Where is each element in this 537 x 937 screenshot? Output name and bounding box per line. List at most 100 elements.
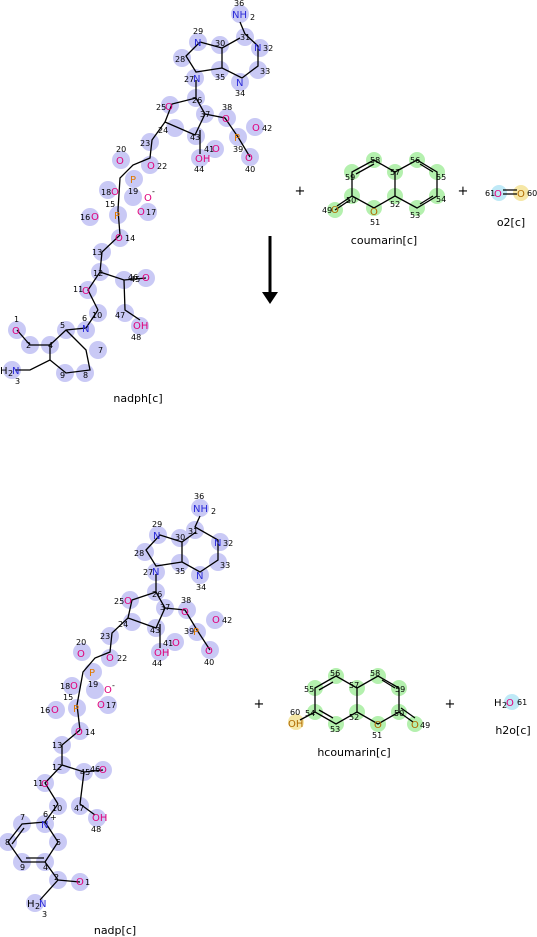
svg-text:34: 34 bbox=[196, 583, 206, 592]
svg-text:5: 5 bbox=[56, 838, 61, 847]
svg-text:7: 7 bbox=[98, 346, 103, 355]
svg-text:O: O bbox=[116, 156, 124, 167]
svg-text:O: O bbox=[245, 153, 253, 164]
plus-sign-1: + bbox=[295, 184, 306, 199]
svg-text:47: 47 bbox=[74, 804, 84, 813]
h2o-caption: h2o[c] bbox=[495, 724, 530, 737]
svg-text:OH: OH bbox=[92, 813, 107, 824]
svg-text:6: 6 bbox=[43, 810, 48, 819]
svg-text:26: 26 bbox=[152, 590, 162, 599]
svg-text:59: 59 bbox=[345, 173, 355, 182]
svg-text:44: 44 bbox=[194, 165, 204, 174]
svg-text:O: O bbox=[137, 207, 145, 218]
svg-text:31: 31 bbox=[188, 527, 198, 536]
svg-text:2: 2 bbox=[211, 507, 216, 516]
svg-text:2: 2 bbox=[35, 902, 40, 911]
nadp-caption: nadp[c] bbox=[94, 924, 136, 937]
svg-text:54: 54 bbox=[305, 709, 315, 718]
svg-text:P: P bbox=[114, 211, 120, 222]
svg-text:1: 1 bbox=[14, 315, 19, 324]
svg-text:O: O bbox=[144, 193, 152, 204]
svg-text:60: 60 bbox=[290, 708, 300, 717]
svg-text:51: 51 bbox=[370, 218, 380, 227]
svg-text:3: 3 bbox=[42, 910, 47, 919]
svg-text:4: 4 bbox=[48, 341, 53, 350]
svg-text:O: O bbox=[124, 596, 132, 607]
svg-text:53: 53 bbox=[330, 725, 340, 734]
svg-text:37: 37 bbox=[160, 603, 170, 612]
svg-text:55: 55 bbox=[436, 173, 446, 182]
svg-text:O: O bbox=[76, 877, 84, 888]
svg-text:O: O bbox=[12, 326, 20, 337]
svg-text:45: 45 bbox=[130, 275, 140, 284]
svg-text:O: O bbox=[104, 685, 112, 696]
svg-text:17: 17 bbox=[106, 701, 116, 710]
svg-text:12: 12 bbox=[93, 269, 103, 278]
svg-text:4: 4 bbox=[43, 863, 48, 872]
svg-text:39: 39 bbox=[184, 627, 194, 636]
svg-text:15: 15 bbox=[105, 200, 115, 209]
svg-text:25: 25 bbox=[114, 597, 124, 606]
svg-text:P: P bbox=[73, 704, 79, 715]
svg-text:57: 57 bbox=[390, 168, 400, 177]
svg-text:O: O bbox=[205, 646, 213, 657]
svg-text:O: O bbox=[70, 681, 78, 692]
svg-text:43: 43 bbox=[150, 626, 160, 635]
svg-text:6: 6 bbox=[82, 314, 87, 323]
svg-text:O: O bbox=[142, 273, 150, 284]
svg-text:36: 36 bbox=[234, 0, 244, 8]
svg-text:N: N bbox=[194, 38, 201, 49]
svg-text:O: O bbox=[115, 233, 123, 244]
svg-text:O: O bbox=[517, 189, 525, 200]
svg-text:O: O bbox=[494, 189, 502, 200]
svg-text:NH: NH bbox=[193, 504, 208, 515]
svg-text:O: O bbox=[506, 698, 514, 709]
svg-text:29: 29 bbox=[193, 27, 203, 36]
o2-caption: o2[c] bbox=[497, 216, 525, 229]
svg-text:16: 16 bbox=[40, 706, 50, 715]
svg-text:36: 36 bbox=[194, 492, 204, 501]
svg-text:35: 35 bbox=[215, 73, 225, 82]
svg-text:38: 38 bbox=[181, 596, 191, 605]
svg-text:19: 19 bbox=[128, 187, 138, 196]
plus-sign-2: + bbox=[458, 184, 469, 199]
svg-text:51: 51 bbox=[372, 731, 382, 740]
svg-text:2: 2 bbox=[250, 13, 255, 22]
svg-text:N: N bbox=[153, 531, 160, 542]
svg-text:24: 24 bbox=[118, 620, 128, 629]
svg-text:10: 10 bbox=[52, 804, 62, 813]
svg-text:14: 14 bbox=[85, 728, 95, 737]
svg-text:22: 22 bbox=[157, 162, 167, 171]
svg-text:O: O bbox=[172, 638, 180, 649]
svg-text:OH: OH bbox=[195, 154, 210, 165]
svg-text:24: 24 bbox=[158, 126, 168, 135]
svg-text:13: 13 bbox=[92, 248, 102, 257]
svg-text:O: O bbox=[370, 207, 378, 218]
svg-text:8: 8 bbox=[83, 371, 88, 380]
svg-text:37: 37 bbox=[200, 110, 210, 119]
svg-text:13: 13 bbox=[52, 741, 62, 750]
svg-text:41: 41 bbox=[163, 639, 173, 648]
svg-text:15: 15 bbox=[63, 693, 73, 702]
svg-text:O: O bbox=[165, 102, 173, 113]
svg-text:8: 8 bbox=[5, 838, 10, 847]
svg-text:O: O bbox=[222, 114, 230, 125]
svg-text:N: N bbox=[39, 899, 46, 910]
svg-text:28: 28 bbox=[175, 55, 185, 64]
svg-text:N: N bbox=[41, 820, 48, 831]
svg-text:9: 9 bbox=[60, 371, 65, 380]
svg-text:1: 1 bbox=[85, 878, 90, 887]
svg-text:2: 2 bbox=[26, 341, 31, 350]
svg-text:17: 17 bbox=[146, 208, 156, 217]
svg-text:47: 47 bbox=[115, 311, 125, 320]
reaction-arrow bbox=[262, 236, 278, 304]
svg-text:P: P bbox=[89, 668, 95, 679]
svg-text:22: 22 bbox=[117, 654, 127, 663]
svg-text:O: O bbox=[111, 187, 119, 198]
svg-text:NH: NH bbox=[232, 10, 247, 21]
svg-text:12: 12 bbox=[52, 763, 62, 772]
